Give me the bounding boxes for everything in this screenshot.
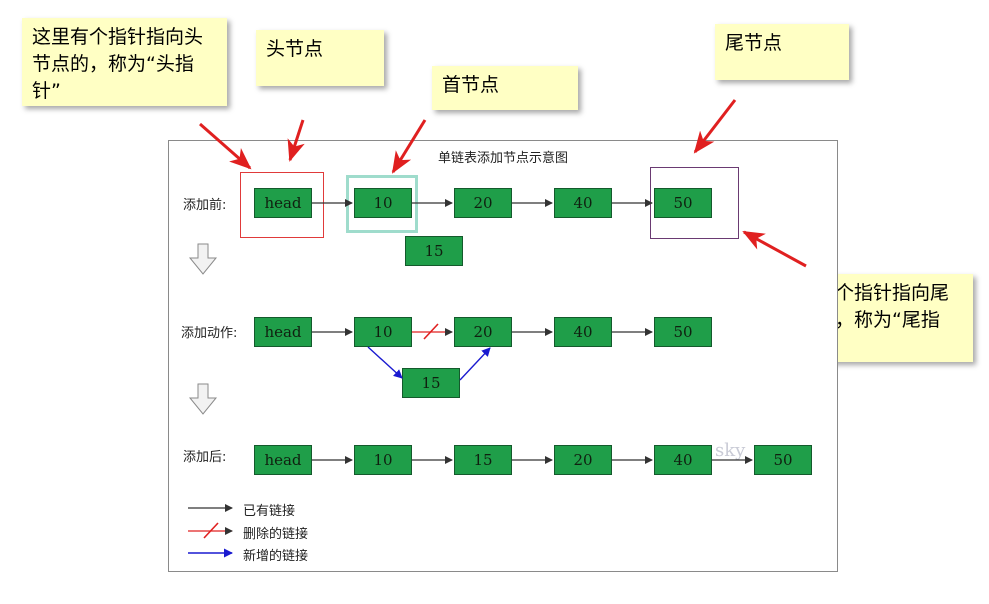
node-50-after: 50	[754, 445, 812, 475]
node-10-after: 10	[354, 445, 412, 475]
callout-arrows	[199, 99, 807, 268]
node-20-action: 20	[454, 317, 512, 347]
node-40-action: 40	[554, 317, 612, 347]
watermark-text: sky	[715, 440, 746, 461]
node-head-after: head	[254, 445, 312, 475]
row-label-before: 添加前:	[183, 198, 227, 213]
node-10-action: 10	[354, 317, 412, 347]
node-head-action: head	[254, 317, 312, 347]
row2-links	[312, 323, 653, 381]
node-15-new: 15	[405, 236, 463, 266]
legend-existing-label: 已有链接	[243, 504, 296, 519]
down-arrow-icon	[188, 243, 218, 275]
down-arrow-icon	[188, 383, 218, 415]
node-40-before: 40	[554, 188, 612, 218]
head-node-highlight	[240, 172, 324, 238]
row-label-after: 添加后:	[183, 450, 227, 465]
diagram-title: 单链表添加节点示意图	[437, 151, 568, 166]
node-15-action: 15	[402, 368, 460, 398]
node-20-after: 20	[554, 445, 612, 475]
node-10-before: 10	[354, 188, 412, 218]
note-head-pointer: 这里有个指针指向头节点的，称为“头指针”	[22, 18, 227, 106]
row-label-action: 添加动作:	[181, 326, 238, 341]
node-40-after: 40	[654, 445, 712, 475]
node-15-after: 15	[454, 445, 512, 475]
note-tail-node: 尾节点	[715, 24, 849, 80]
note-first-node: 首节点	[432, 66, 578, 110]
node-50-before: 50	[654, 188, 712, 218]
legend-lines	[188, 504, 233, 558]
legend-deleted-label: 删除的链接	[243, 527, 309, 542]
node-20-before: 20	[454, 188, 512, 218]
node-50-action: 50	[654, 317, 712, 347]
node-head-before: head	[254, 188, 312, 218]
note-head-node: 头节点	[256, 30, 384, 86]
legend-new-label: 新增的链接	[243, 549, 309, 564]
